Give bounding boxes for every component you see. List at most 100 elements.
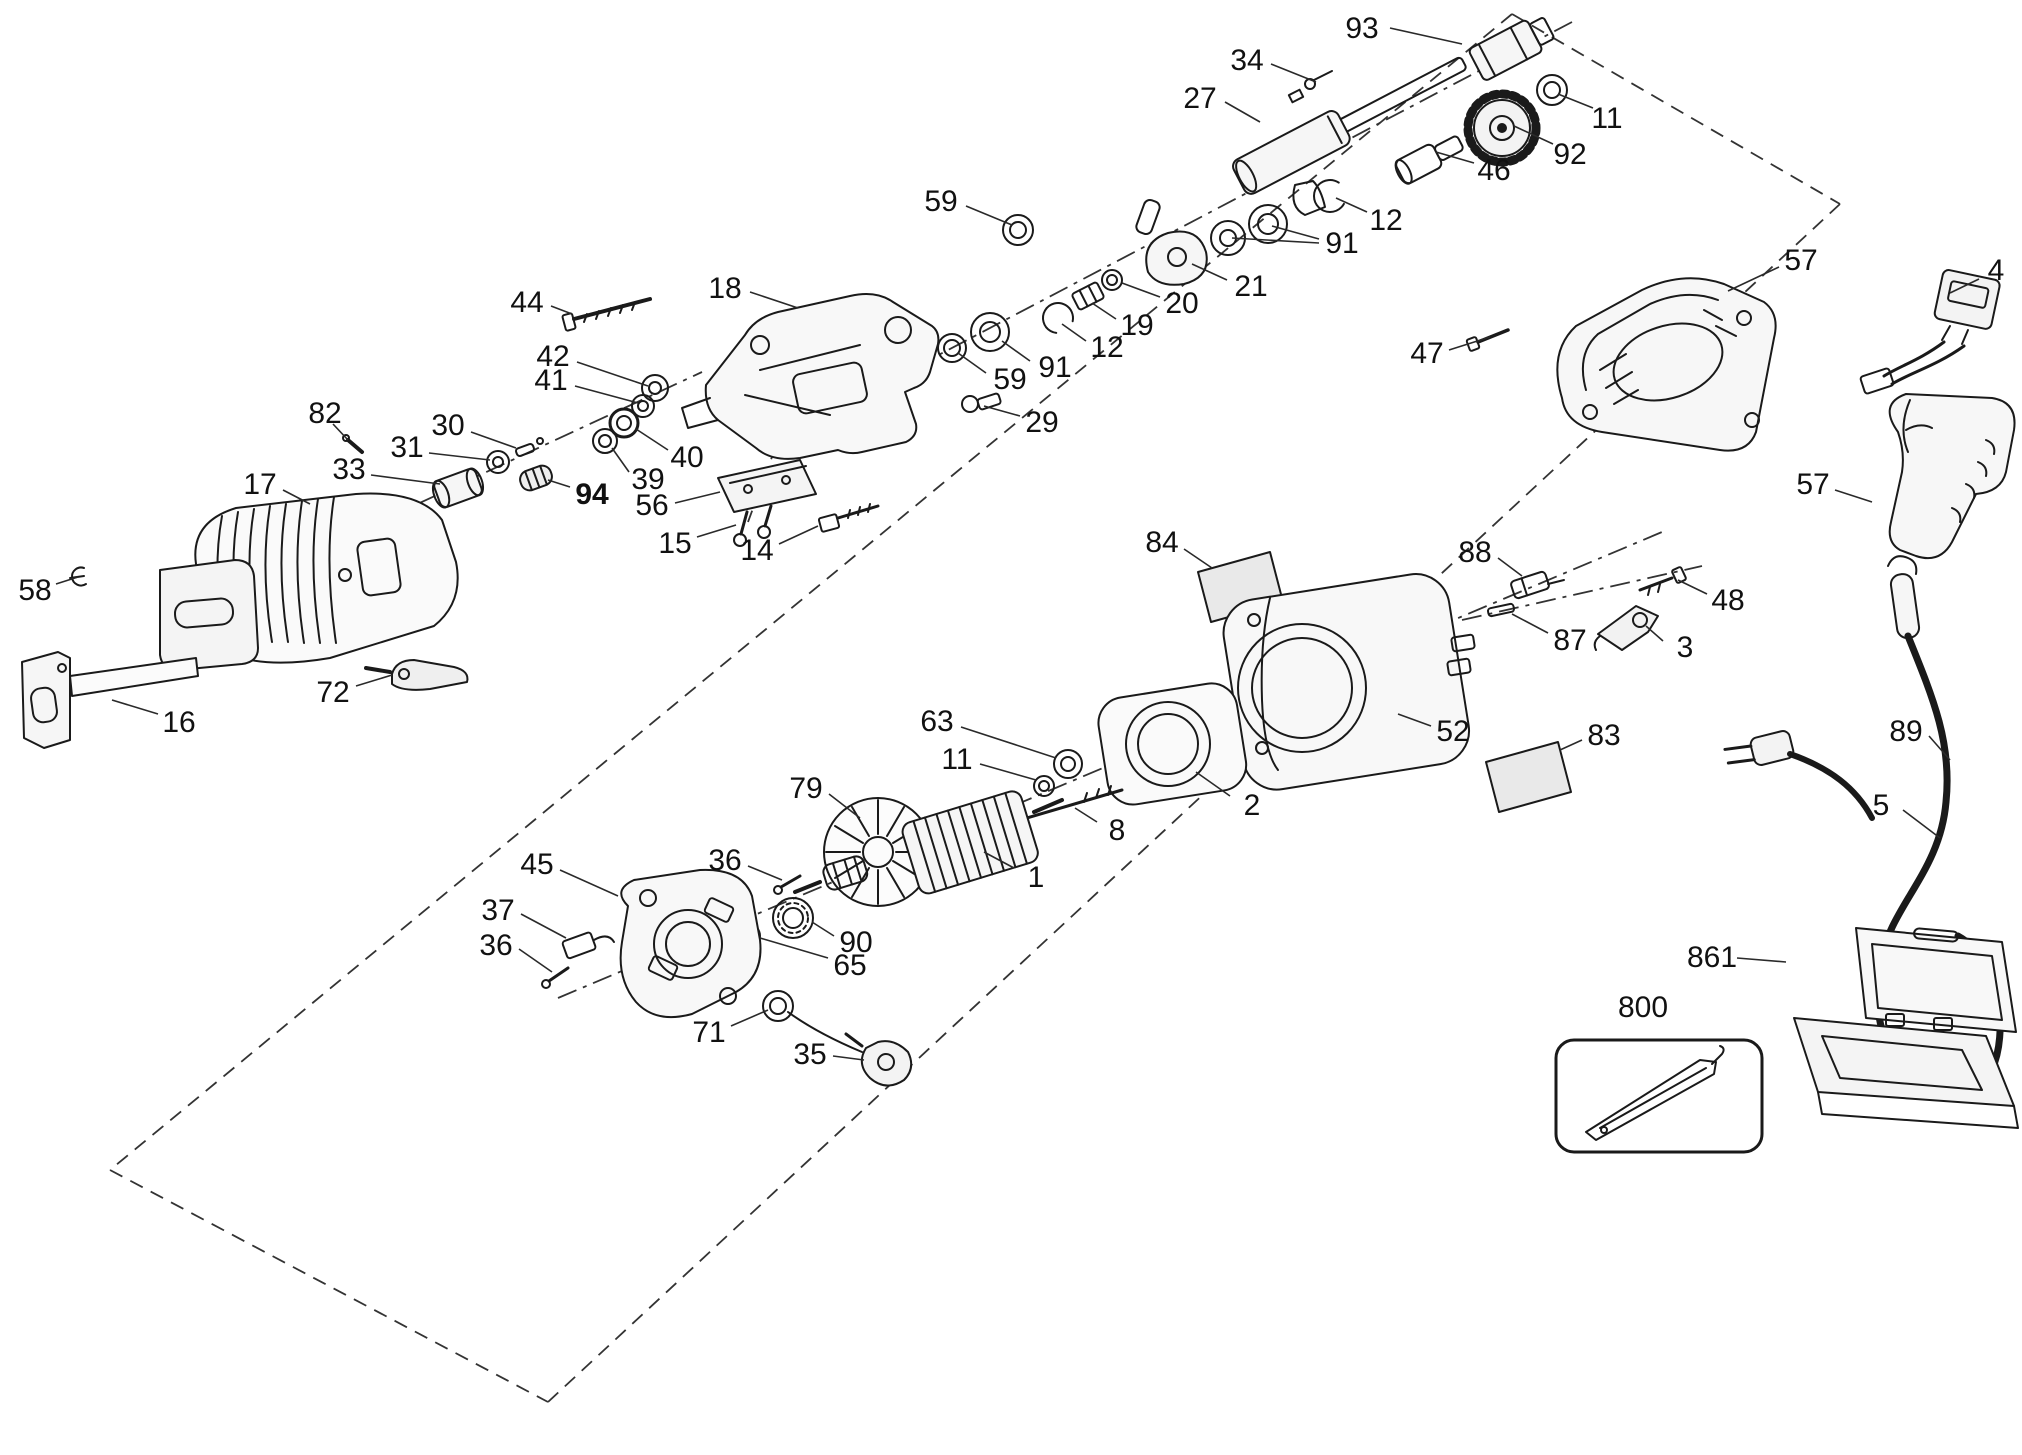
leader-line-11 <box>1557 93 1594 109</box>
part-ring-71 <box>762 990 794 1022</box>
part-label-91: 91 <box>1038 351 1071 384</box>
part-label-8: 8 <box>1109 814 1126 847</box>
part-label-4: 4 <box>1988 254 2005 287</box>
leader-line-34 <box>1270 63 1317 83</box>
leader-line-84 <box>1183 548 1213 569</box>
part-label-31: 31 <box>390 431 423 464</box>
part-lever-72 <box>364 659 469 691</box>
part-bearing-11-top <box>1536 74 1568 106</box>
leader-line-87 <box>1511 613 1549 634</box>
part-switch-4 <box>1859 269 2001 395</box>
part-label-35: 35 <box>793 1038 826 1071</box>
leader-line-47 <box>1448 336 1491 351</box>
leader-line-14 <box>778 525 819 545</box>
leader-line-42 <box>576 361 649 387</box>
part-pin-30 <box>515 437 544 457</box>
part-screws-15 <box>733 504 773 547</box>
leader-line-91 <box>1231 237 1320 244</box>
part-label-45: 45 <box>520 848 553 881</box>
part-spindle-tube-27 <box>1232 110 1351 216</box>
leader-line-19 <box>1091 302 1117 320</box>
part-label-20: 20 <box>1165 287 1198 320</box>
part-label-57: 57 <box>1796 468 1829 501</box>
leader-line-57 <box>1727 266 1780 292</box>
part-label-30: 30 <box>431 409 464 442</box>
part-retaining-ring-12-top <box>1313 179 1347 213</box>
part-pin-87 <box>1487 602 1515 618</box>
part-label-34: 34 <box>1230 44 1263 77</box>
part-screw-34 <box>1287 70 1333 104</box>
part-shoe-16 <box>21 651 199 749</box>
part-label-87: 87 <box>1553 624 1586 657</box>
part-label-65: 65 <box>833 949 866 982</box>
part-label-93: 93 <box>1345 12 1378 45</box>
leader-line-21 <box>1191 263 1228 281</box>
part-label-11: 11 <box>941 743 972 776</box>
part-label-29: 29 <box>1025 406 1058 439</box>
part-label-48: 48 <box>1711 584 1744 617</box>
part-washer-42 <box>641 374 669 402</box>
leader-line-89 <box>1928 735 1951 761</box>
part-label-21: 21 <box>1234 270 1267 303</box>
leader-line-861 <box>1736 957 1787 963</box>
part-knurled-nut-94 <box>519 464 553 492</box>
leader-line-12 <box>1335 197 1368 213</box>
part-bearings-91-top <box>1210 204 1288 256</box>
part-bushing-33 <box>431 467 485 509</box>
part-label-11: 11 <box>1591 102 1622 135</box>
part-retaining-ring-12-mid <box>1042 302 1074 334</box>
part-label-17: 17 <box>243 468 276 501</box>
part-baffle-2 <box>1097 682 1248 806</box>
part-pin-82 <box>342 434 364 454</box>
part-label-72: 72 <box>316 676 349 709</box>
part-label-44: 44 <box>510 286 543 319</box>
part-screw-36-lower <box>541 966 570 989</box>
part-label-46: 46 <box>1477 154 1510 187</box>
leader-line-5 <box>1902 809 1941 839</box>
leader-line-17 <box>282 489 311 505</box>
leader-line-3 <box>1645 625 1664 642</box>
part-label-79: 79 <box>789 772 822 805</box>
leader-line-91 <box>1271 225 1320 240</box>
leader-line-1 <box>983 851 1015 869</box>
part-label-83: 83 <box>1587 719 1620 752</box>
part-bearing-91-mid <box>970 312 1010 352</box>
leader-line-65 <box>759 937 829 959</box>
part-label-12: 12 <box>1090 331 1123 364</box>
leader-line-63 <box>960 726 1057 759</box>
leader-line-11 <box>979 763 1037 781</box>
leader-line-93 <box>1389 27 1463 45</box>
part-label-sticker-83 <box>1485 741 1572 813</box>
part-screw-29 <box>961 392 1002 413</box>
leader-line-30 <box>470 431 517 449</box>
leader-line-12 <box>1061 323 1087 342</box>
part-label-91: 91 <box>1325 227 1358 260</box>
part-label-18: 18 <box>708 272 741 305</box>
part-ring-20 <box>1101 269 1123 291</box>
part-washer-39 <box>592 428 618 454</box>
leader-line-36 <box>747 865 783 881</box>
leader-line-83 <box>1559 739 1583 751</box>
leader-line-44 <box>550 305 573 315</box>
part-label-71: 71 <box>692 1016 725 1049</box>
part-motor-housing-57 <box>1556 277 1777 452</box>
leader-line-2 <box>1195 771 1231 797</box>
leader-line-41 <box>574 385 639 404</box>
part-washer-63 <box>1053 749 1083 779</box>
part-clip-58 <box>69 566 87 587</box>
part-blade-clamp-93 <box>1336 17 1555 134</box>
leader-line-58 <box>55 576 79 585</box>
part-bearing-90 <box>772 897 814 939</box>
part-screw-47 <box>1465 328 1510 352</box>
leader-line-29 <box>983 405 1021 417</box>
part-label-36: 36 <box>479 929 512 962</box>
leader-line-31 <box>428 452 491 461</box>
part-crank-21 <box>1135 198 1208 286</box>
part-label-39: 39 <box>631 463 664 496</box>
part-gear-92 <box>1463 89 1541 167</box>
part-label-58: 58 <box>18 574 51 607</box>
part-label-47: 47 <box>1410 337 1443 370</box>
part-nut-19 <box>1071 281 1105 311</box>
